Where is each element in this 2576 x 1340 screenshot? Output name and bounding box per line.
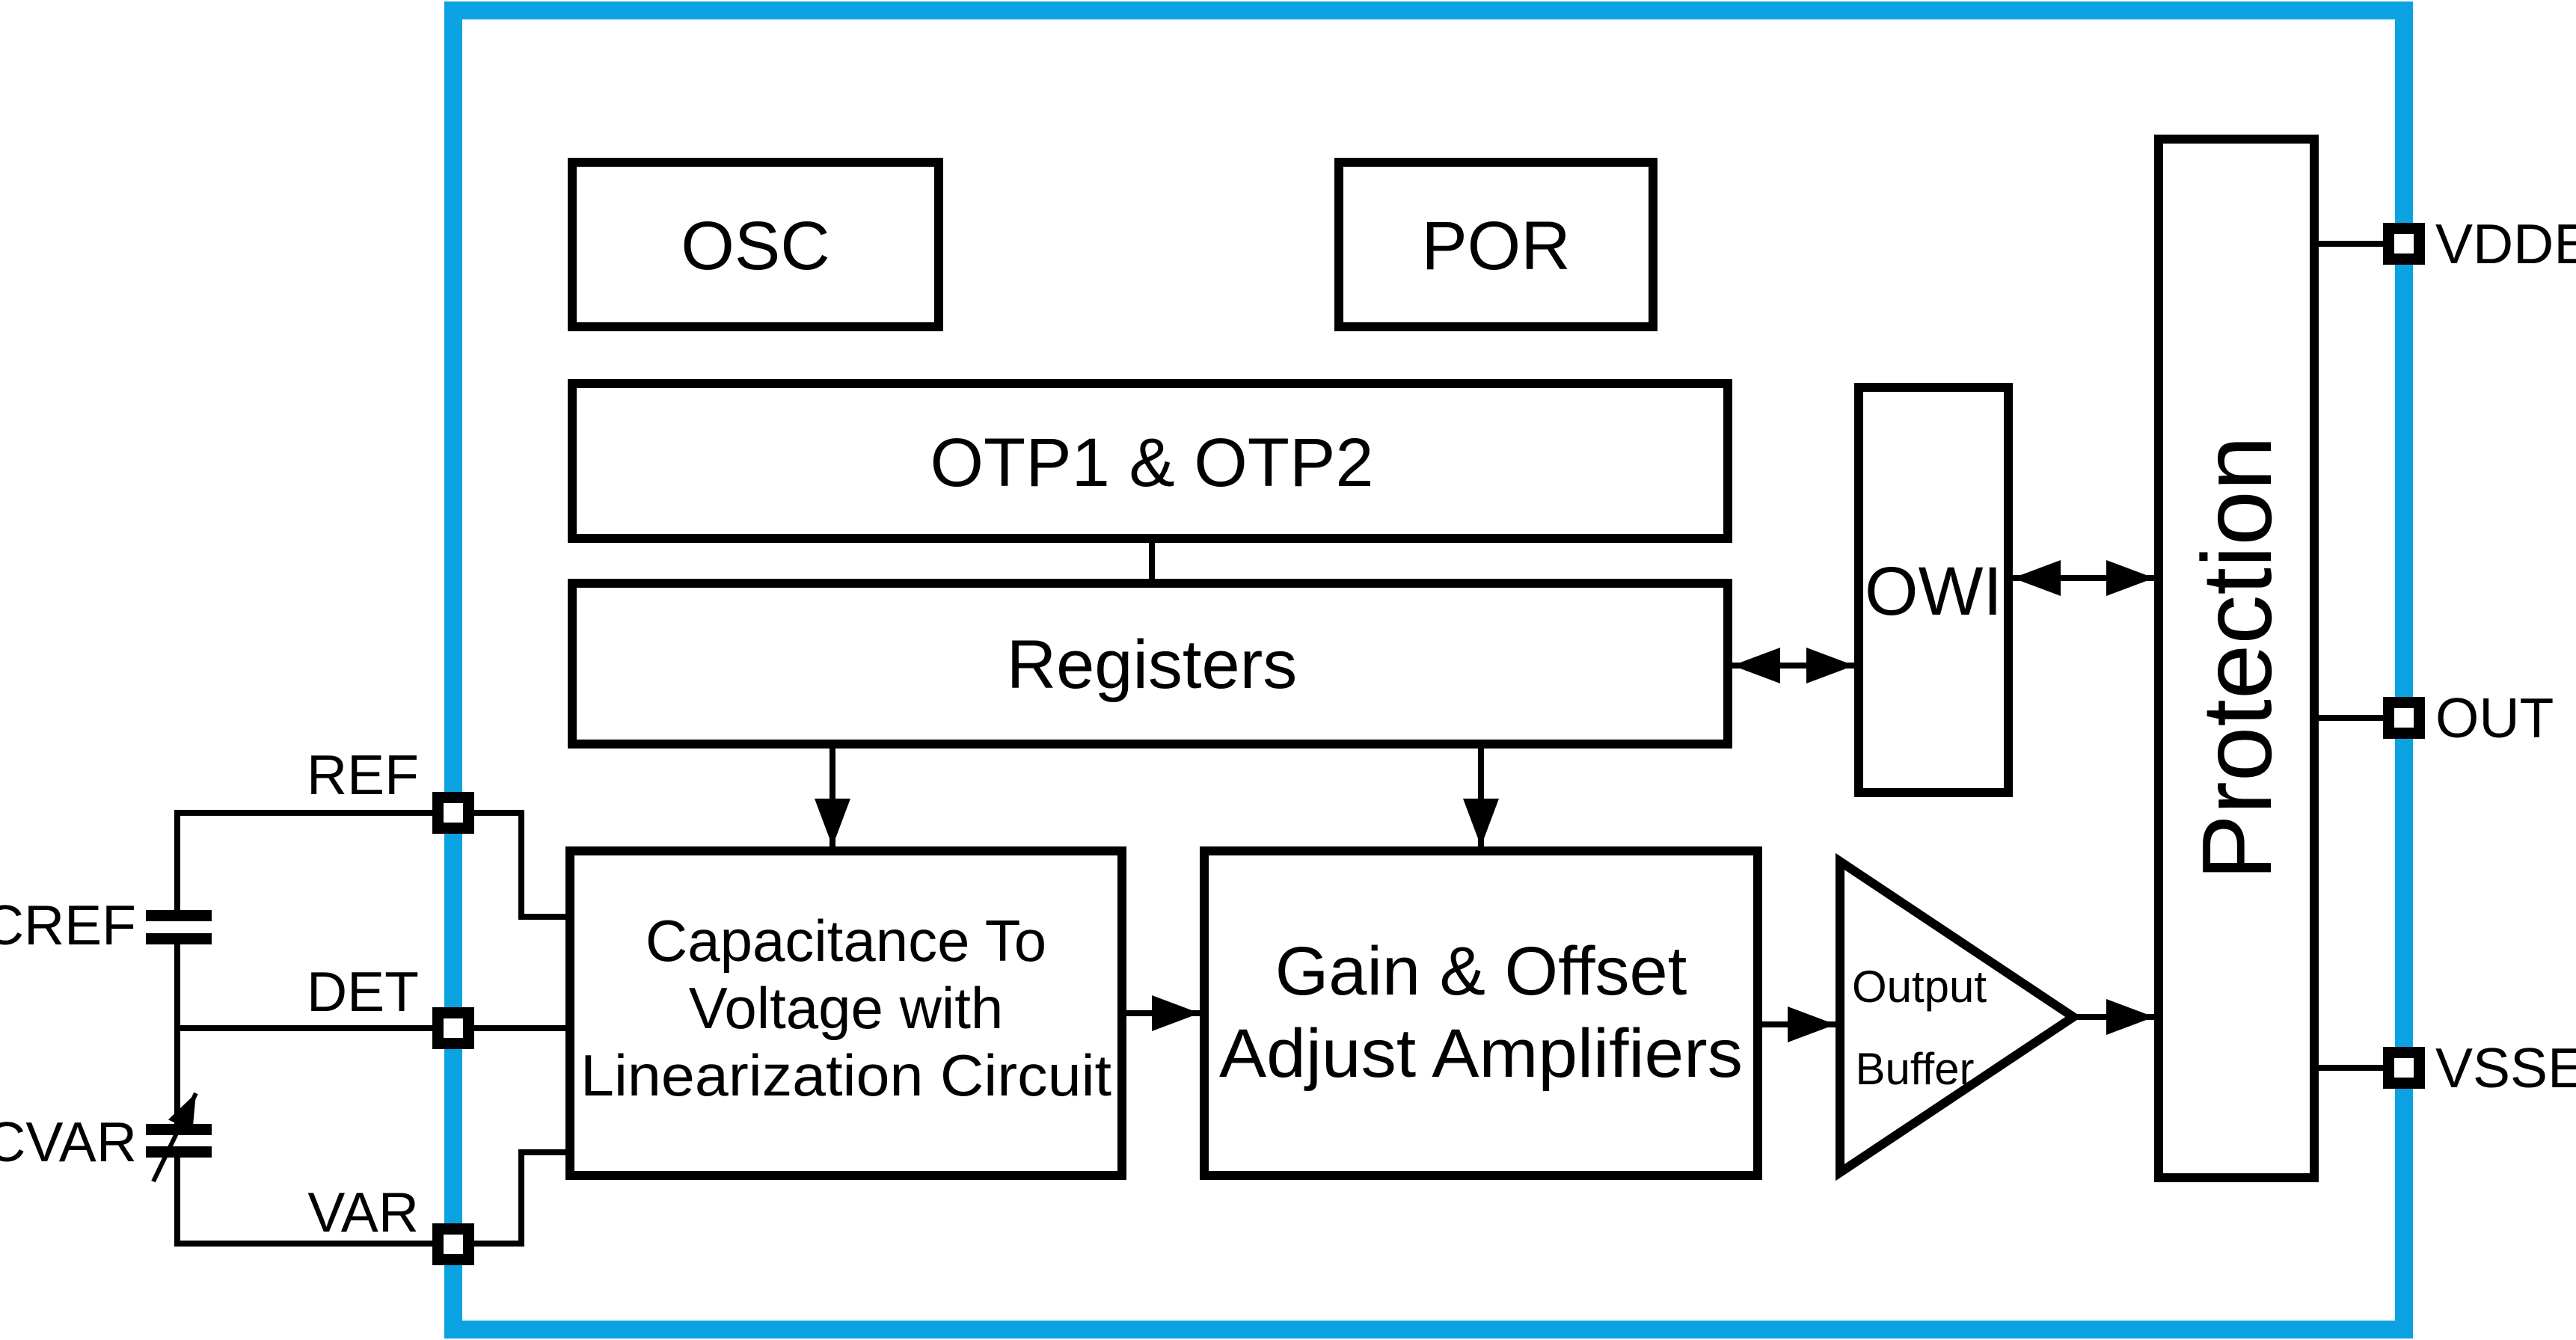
capacitance-label-line3: Linearization Circuit [580, 1042, 1111, 1108]
registers-block [568, 579, 1732, 749]
gain-label-line1: Gain & Offset [1275, 933, 1687, 1009]
protection-block [2154, 135, 2319, 1182]
det-pin [432, 1007, 474, 1049]
capacitance-label-line1: Capacitance To [645, 908, 1046, 974]
ref-wire-into-block [474, 810, 570, 920]
capacitance-to-voltage-block [565, 846, 1126, 1180]
cvar-label: CVAR [0, 1110, 137, 1173]
var-pin [432, 1223, 474, 1265]
vdde-pin [2383, 223, 2425, 265]
det-pin-inner [444, 1018, 463, 1038]
var-wire-into-block [474, 1149, 570, 1247]
gain-offset-label: Gain & Offset Adjust Amplifiers [1219, 933, 1743, 1092]
ref-pin-label: REF [307, 743, 419, 806]
output-buffer-label: Output Buffer [1852, 962, 1987, 1094]
buffer-label-line1: Output [1852, 962, 1987, 1012]
owi-label: OWI [1865, 553, 2002, 630]
chip-pins [432, 223, 2425, 1265]
buffer-label-line2: Buffer [1856, 1044, 1975, 1094]
capacitance-to-voltage-label: Capacitance To Voltage with Linearizatio… [580, 908, 1111, 1108]
osc-label: OSC [681, 208, 829, 284]
cvar-variable-arrow-icon [151, 1092, 198, 1183]
output-buffer-triangle [1836, 852, 2082, 1181]
cref-label: CREF [0, 894, 136, 956]
cvar-bottom-plate [146, 1146, 212, 1158]
gain-label-line2: Adjust Amplifiers [1219, 1015, 1743, 1092]
cref-bottom-plate [146, 933, 212, 944]
out-pin-label: OUT [2435, 686, 2554, 749]
vsse-pin-inner [2394, 1058, 2414, 1078]
cvar-variable-capacitor-icon [146, 1092, 212, 1183]
ref-pin [432, 792, 474, 834]
capacitance-label-line2: Voltage with [689, 975, 1004, 1041]
cref-capacitor-icon [146, 910, 212, 944]
por-block [1334, 158, 1657, 331]
protection-label: Protection [2182, 436, 2292, 880]
out-pin [2383, 697, 2425, 739]
vsse-pin-label: VSSE [2435, 1036, 2576, 1099]
var-pin-label: VAR [307, 1181, 419, 1244]
ref-pin-inner [444, 803, 463, 823]
otp-label: OTP1 & OTP2 [930, 425, 1373, 501]
gain-offset-block [1200, 846, 1762, 1180]
det-pin-label: DET [307, 960, 419, 1023]
osc-block [568, 158, 943, 331]
por-label: POR [1421, 208, 1570, 284]
out-pin-inner [2394, 708, 2414, 728]
chip-boundary [444, 1, 2413, 1339]
vdde-pin-label: VDDE [2435, 212, 2576, 275]
vsse-pin [2383, 1047, 2425, 1089]
vdde-pin-inner [2394, 234, 2414, 253]
registers-label: Registers [1007, 627, 1298, 703]
signal-arrows [815, 560, 2154, 1042]
owi-block [1854, 383, 2013, 797]
internal-wiring [474, 241, 2386, 1247]
var-pin-inner [444, 1235, 463, 1254]
blocks [565, 135, 2319, 1182]
otp-block [568, 379, 1732, 543]
cref-top-plate [146, 910, 212, 921]
